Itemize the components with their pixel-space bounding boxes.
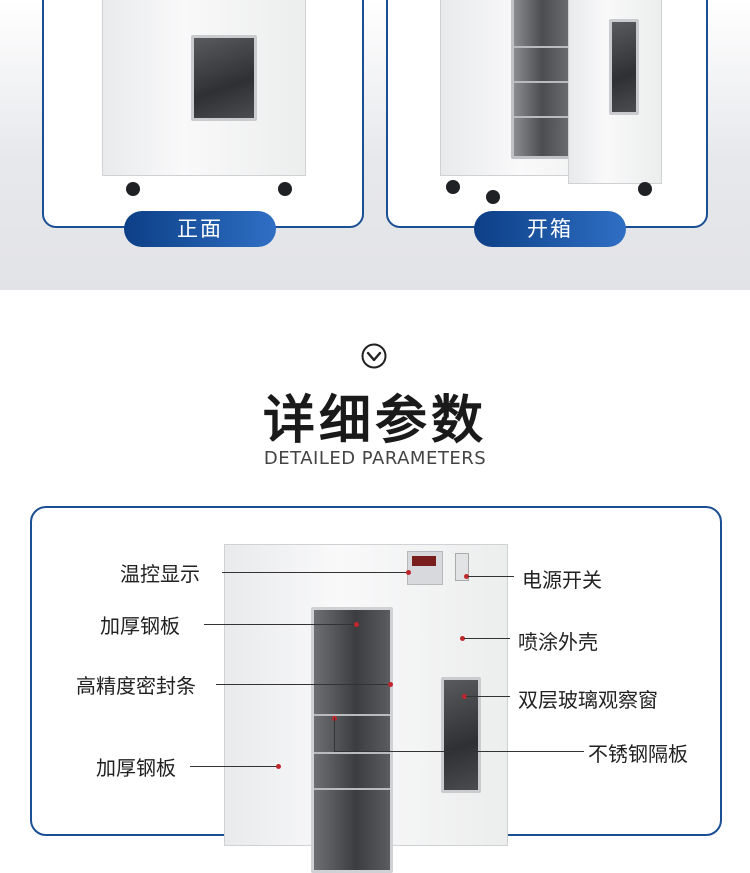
callout-marker: [464, 574, 469, 579]
chamber-interior: [311, 607, 393, 873]
caster-wheel: [446, 180, 460, 194]
front-view-card: [42, 0, 364, 228]
open-door: [568, 0, 662, 184]
callout-stainless-shelf: 不锈钢隔板: [588, 742, 688, 766]
caster-wheel: [126, 182, 140, 196]
control-panel: [407, 551, 443, 585]
section-subtitle: DETAILED PARAMETERS: [263, 448, 487, 469]
callout-marker: [388, 682, 393, 687]
cabinet-diagram: [224, 544, 508, 873]
callout-temp-display: 温控显示: [120, 562, 200, 586]
front-view-label: 正面: [124, 211, 276, 247]
callout-coated-shell: 喷涂外壳: [518, 630, 598, 654]
open-view-label: 开箱: [474, 211, 626, 247]
callout-marker: [354, 622, 359, 627]
callout-marker: [276, 764, 281, 769]
callout-power-switch: 电源开关: [522, 568, 602, 592]
observation-window: [191, 35, 257, 121]
section-title: 详细参数: [262, 391, 487, 451]
callout-double-glass-window: 双层玻璃观察窗: [518, 688, 658, 712]
parameters-card: 温控显示 加厚钢板 高精度密封条 加厚钢板 电源开关 喷涂外壳 双层玻璃观察窗 …: [30, 506, 722, 873]
caster-wheel: [486, 190, 500, 204]
callout-marker: [462, 694, 467, 699]
caster-wheel: [638, 182, 652, 196]
open-view-card: [386, 0, 708, 228]
caster-wheel: [278, 182, 292, 196]
callout-thick-steel-2: 加厚钢板: [96, 756, 176, 780]
observation-window: [609, 19, 639, 115]
chevron-down-circle-icon: [361, 343, 387, 369]
callout-marker: [460, 636, 465, 641]
chamber-interior: [511, 0, 573, 159]
callout-seal-strip: 高精度密封条: [76, 674, 196, 698]
observation-window: [441, 677, 481, 793]
callout-thick-steel-1: 加厚钢板: [100, 614, 180, 638]
callout-marker: [406, 570, 411, 575]
cabinet-front-image: [102, 0, 306, 176]
